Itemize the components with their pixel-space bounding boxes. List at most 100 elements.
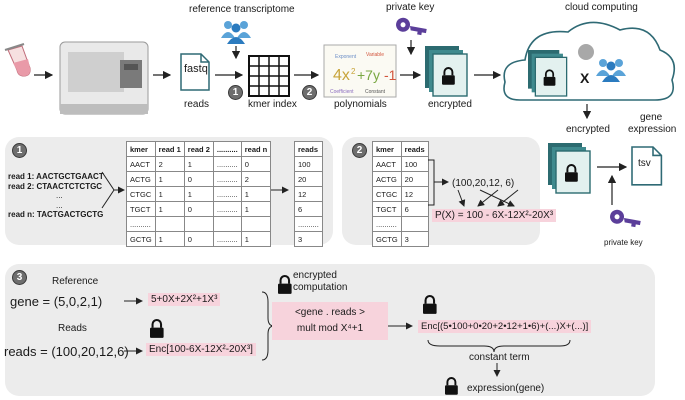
- multiply-symbol: X: [580, 70, 590, 86]
- cell: ..........: [212, 201, 242, 217]
- result-lock-icon: [421, 294, 438, 315]
- cell: ACTG: [126, 171, 156, 187]
- gene-vector: gene = (5,0,2,1): [10, 294, 103, 309]
- reads-vector: reads = (100,20,12,6): [4, 344, 129, 359]
- private-key-label-2: private key: [604, 238, 643, 247]
- reads-list: read 1: AACTGCTGAACT read 2: CTAACTCTCTG…: [8, 172, 104, 220]
- read-dots-1: ...: [56, 191, 63, 200]
- kmer-index-label: kmer index: [248, 99, 297, 110]
- cell: 20: [400, 171, 429, 187]
- kmer-count-table: kmer read 1 read 2 .......... read n AAC…: [126, 141, 272, 247]
- read-dots-2: ...: [56, 200, 63, 210]
- kmer-header-cell: ..........: [212, 141, 242, 157]
- cell: ..........: [294, 216, 323, 232]
- cloud-encrypted-docs-icon: [527, 49, 568, 97]
- operation-line-1: <gene . reads >: [294, 307, 366, 318]
- encrypted-computation-label-2: computation: [293, 282, 348, 293]
- cell: 2: [240, 171, 272, 187]
- panel-1-number: 1: [12, 143, 27, 158]
- cell: 12: [400, 186, 429, 202]
- brace-arrow-1: [101, 171, 125, 209]
- cell: AACT: [372, 156, 402, 172]
- encrypted-label: encrypted: [428, 99, 472, 110]
- private-key-label: private key: [386, 2, 435, 13]
- svg-text:+7y: +7y: [357, 67, 380, 83]
- kmer-header-cell: kmer: [126, 141, 156, 157]
- cell: GCTG: [126, 231, 156, 247]
- header-cell: kmer: [372, 141, 402, 157]
- table-row: 100: [294, 156, 323, 172]
- cell: [240, 216, 272, 232]
- computation-lock-icon: [276, 274, 293, 295]
- step-2-badge: 2: [302, 85, 317, 100]
- reads-header-cell: reads: [294, 141, 323, 157]
- constant-term-label: constant term: [469, 352, 530, 363]
- cell: 6: [400, 201, 429, 217]
- cell: [212, 216, 242, 232]
- read-n: read n: TACTGACTGCTG: [8, 210, 104, 219]
- sequencer-icon: [59, 41, 149, 115]
- cloud-computing-label: cloud computing: [565, 2, 638, 13]
- cell: 0: [183, 201, 214, 217]
- cell: AACT: [126, 156, 156, 172]
- cell: 0: [183, 231, 214, 247]
- encrypted-result: Enc[(5•100+0•20+2•12+1•6)+(...)X+(...)]: [418, 320, 592, 333]
- encrypted-result-label: encrypted: [566, 124, 610, 135]
- reads-vector-label: Reads: [58, 323, 87, 334]
- cell: GCTG: [372, 231, 402, 247]
- cell: TGCT: [372, 201, 402, 217]
- reference-label: Reference: [52, 276, 99, 287]
- cell: ..........: [212, 171, 242, 187]
- gene-expression-label-2: expression: [628, 124, 677, 135]
- reads-label: reads: [184, 99, 210, 110]
- cell: 100: [294, 156, 323, 172]
- expression-lock-icon: [444, 377, 459, 396]
- table-row: ..........: [372, 216, 429, 232]
- table-row: 3: [294, 231, 323, 247]
- cell: 1: [183, 156, 214, 172]
- polynomials-label: polynomials: [334, 99, 387, 110]
- cell: ..........: [212, 156, 242, 172]
- svg-text:Exponent: Exponent: [335, 54, 357, 60]
- panel-2-number: 2: [352, 143, 367, 158]
- cell: 12: [294, 186, 323, 202]
- cell: [400, 216, 429, 232]
- cell: 3: [294, 231, 323, 247]
- table-row: ..........: [294, 216, 323, 232]
- cell: 20: [294, 171, 323, 187]
- table-row: ..........: [126, 216, 272, 232]
- cell: [154, 216, 185, 232]
- cell: ACTG: [372, 171, 402, 187]
- tsv-label: tsv: [638, 158, 651, 169]
- svg-text:-1: -1: [384, 67, 397, 83]
- panel-3-number: 3: [12, 270, 27, 285]
- cell: 1: [154, 231, 185, 247]
- header-cell: reads: [400, 141, 429, 157]
- polynomials-doc-icon: 4x 2 +7y -1 Exponent Variable Coefficien…: [323, 44, 397, 98]
- cell: 1: [240, 201, 272, 217]
- reference-transcriptome-label: reference transcriptome: [189, 4, 295, 15]
- table-row: 20: [294, 171, 323, 187]
- read-1: read 1: AACTGCTGAACT: [8, 172, 104, 181]
- expression-gene-label: expression(gene): [467, 383, 545, 394]
- reads-lock-icon: [148, 318, 165, 339]
- kmer-grid-icon: [248, 55, 290, 97]
- cell: CTGC: [126, 186, 156, 202]
- gene-expression-label-1: gene: [640, 112, 663, 123]
- private-key-icon: [393, 9, 429, 46]
- cell: 1: [154, 186, 185, 202]
- step-1-badge: 1: [228, 85, 243, 100]
- cell: TGCT: [126, 201, 156, 217]
- cell: 1: [154, 171, 185, 187]
- kmer-header-cell: read 2: [183, 141, 214, 157]
- cell: 0: [183, 171, 214, 187]
- sample-tube-icon: [4, 43, 31, 77]
- svg-text:Coefficient: Coefficient: [330, 89, 354, 95]
